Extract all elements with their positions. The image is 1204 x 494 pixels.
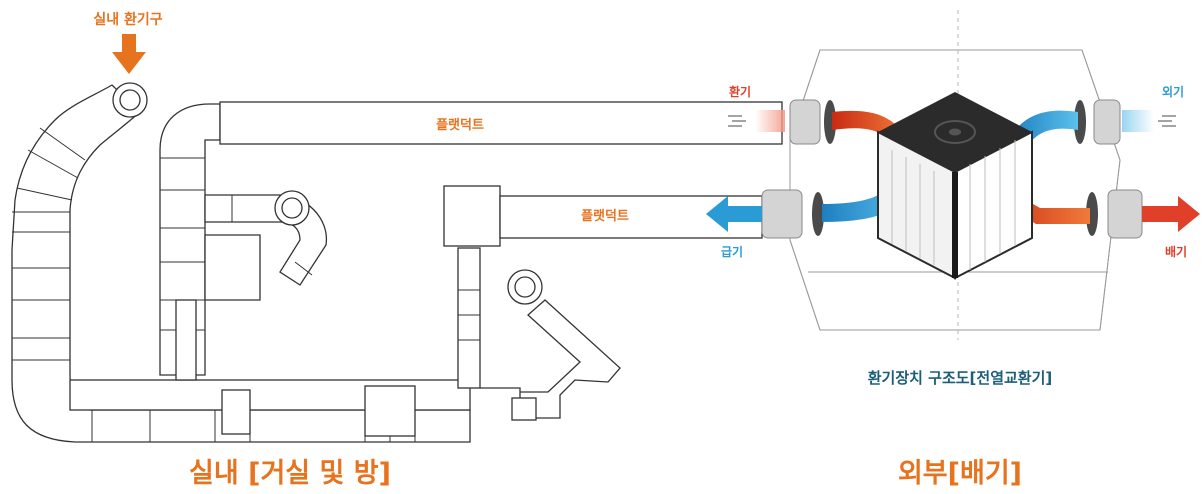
indoor-title: 실내 [거실 및 방] [189,458,391,489]
down-arrow-icon [112,34,146,74]
branch-lower [204,234,261,301]
outdoor-air-label: 외기 [1162,84,1184,99]
exhaust-label: 배기 [1165,244,1187,259]
supply-label: 급기 [721,244,743,259]
riser-neck [175,299,197,381]
heat-exchanger-cube [877,92,1033,280]
ventilation-label: 환기 [729,84,751,99]
indoor-duct-network [11,82,621,443]
bottom-fitting-1 [221,389,251,435]
flow-marks [728,115,1176,127]
exhaust-arrow-icon [1142,196,1200,232]
port-left-top [789,99,821,145]
flat-duct-bottom-label: 플랫덕트 [581,208,629,224]
port-right-bottom [1107,189,1143,239]
inner-riser [159,103,221,376]
indoor-vent-label: 실내 환기구 [93,11,162,28]
port-left-bottom [761,189,803,239]
vent-3-elbow [511,397,537,421]
room-vent-1 [112,82,148,118]
flat-duct-top-label: 플랫덕트 [436,117,484,133]
main-curved-duct [11,84,471,443]
supply-arrow-icon [706,196,762,232]
return-air-cue [755,110,785,132]
port-right-top [1093,99,1121,145]
bottom-fitting-2 [364,385,416,437]
room-vent-2 [274,190,310,226]
fan-symbol-icon [934,120,976,144]
stem-lower [457,247,481,389]
flat-duct-top [219,101,783,145]
outdoor-air-cue [1122,110,1154,132]
branch-vent-3 [480,299,621,419]
device-caption: 환기장치 구조도[전열교환기] [868,369,1053,387]
ventilation-unit [761,10,1143,340]
room-vent-3 [507,269,543,305]
outdoor-title: 외부[배기] [898,458,1022,489]
flat-duct-box [443,185,501,247]
